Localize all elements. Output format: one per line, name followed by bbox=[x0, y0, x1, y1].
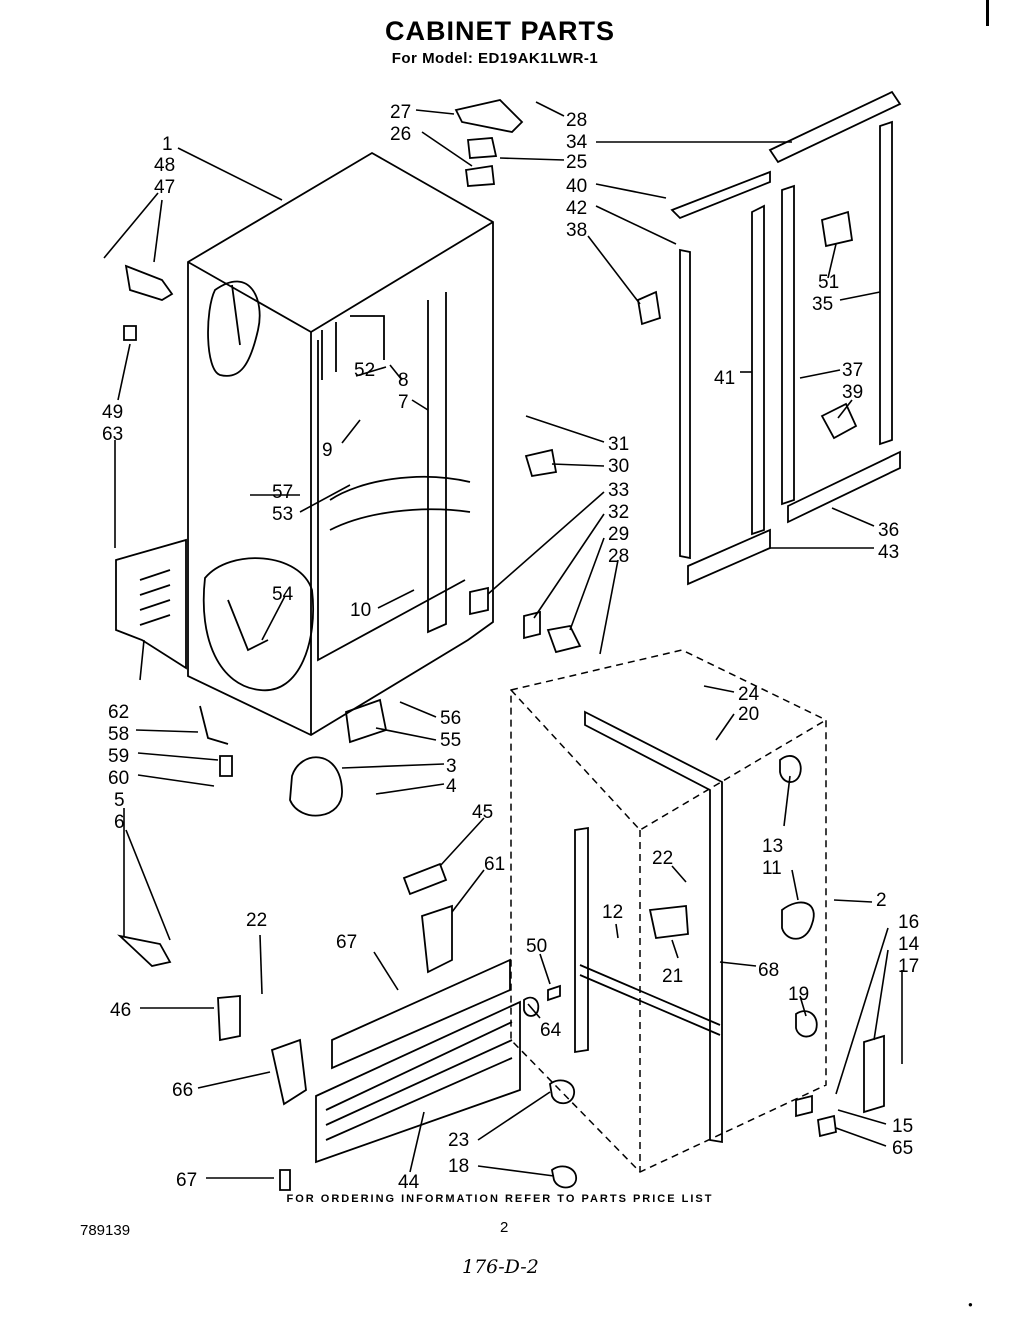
callout: 33 bbox=[608, 480, 629, 501]
callout: 51 bbox=[818, 272, 839, 293]
callout: 50 bbox=[526, 936, 547, 957]
callout: 16 bbox=[898, 912, 919, 933]
callout: 9 bbox=[322, 440, 333, 461]
small-parts-drawing bbox=[117, 99, 885, 1191]
callout: 2 bbox=[876, 890, 887, 911]
callout: 62 bbox=[108, 702, 129, 723]
callout-labels: 1 48 47 49 63 62 58 59 60 5 6 22 46 66 6… bbox=[102, 102, 920, 1193]
callout: 28 bbox=[608, 546, 629, 567]
leader-lines bbox=[103, 101, 903, 1179]
callout: 53 bbox=[272, 504, 293, 525]
callout: 22 bbox=[246, 910, 267, 931]
callout: 60 bbox=[108, 768, 129, 789]
callout: 40 bbox=[566, 176, 587, 197]
callout: 26 bbox=[390, 124, 411, 145]
document-number: 789139 bbox=[80, 1222, 131, 1239]
callout: 67 bbox=[176, 1170, 197, 1191]
grille-drawing bbox=[315, 958, 521, 1164]
callout: 24 bbox=[738, 684, 760, 705]
callout: 55 bbox=[440, 730, 461, 751]
callout: 31 bbox=[608, 434, 629, 455]
callout: 39 bbox=[842, 382, 863, 403]
callout: 56 bbox=[440, 708, 461, 729]
callout: 20 bbox=[738, 704, 759, 725]
callout: 10 bbox=[350, 600, 371, 621]
callout: 5 bbox=[114, 790, 125, 811]
callout: 13 bbox=[762, 836, 783, 857]
callout: 43 bbox=[878, 542, 899, 563]
upper-cabinet-drawing bbox=[115, 151, 494, 737]
callout: 45 bbox=[472, 802, 493, 823]
page-number: 2 bbox=[500, 1219, 509, 1236]
callout: 28 bbox=[566, 110, 587, 131]
callout: 58 bbox=[108, 724, 129, 745]
callout: 8 bbox=[398, 370, 409, 391]
callout: 52 bbox=[354, 360, 375, 381]
callout: 68 bbox=[758, 960, 779, 981]
callout: 59 bbox=[108, 746, 129, 767]
callout: 44 bbox=[398, 1172, 420, 1193]
callout: 48 bbox=[154, 155, 175, 176]
callout: 25 bbox=[566, 152, 587, 173]
callout: 4 bbox=[446, 776, 457, 797]
callout: 67 bbox=[336, 932, 357, 953]
callout: 17 bbox=[898, 956, 919, 977]
callout: 47 bbox=[154, 177, 175, 198]
callout: 54 bbox=[272, 584, 294, 605]
callout: 57 bbox=[272, 482, 293, 503]
callout: 32 bbox=[608, 502, 629, 523]
callout: 61 bbox=[484, 854, 505, 875]
callout: 6 bbox=[114, 812, 125, 833]
callout: 63 bbox=[102, 424, 123, 445]
callout: 22 bbox=[652, 848, 673, 869]
callout: 41 bbox=[714, 368, 735, 389]
callout: 65 bbox=[892, 1138, 913, 1159]
callout: 18 bbox=[448, 1156, 469, 1177]
callout: 35 bbox=[812, 294, 833, 315]
callout: 27 bbox=[390, 102, 411, 123]
callout: 66 bbox=[172, 1080, 193, 1101]
callout: 42 bbox=[566, 198, 587, 219]
page-title: CABINET PARTS bbox=[384, 16, 615, 46]
callout: 64 bbox=[540, 1020, 562, 1041]
callout: 36 bbox=[878, 520, 899, 541]
callout: 38 bbox=[566, 220, 587, 241]
model-subtitle: For Model: ED19AK1LWR-1 bbox=[391, 50, 599, 67]
callout: 1 bbox=[162, 134, 173, 155]
callout: 19 bbox=[788, 984, 809, 1005]
door-gasket-drawing bbox=[636, 90, 902, 586]
callout: 12 bbox=[602, 902, 623, 923]
callout: 7 bbox=[398, 392, 409, 413]
handwritten-note: 176-D-2 bbox=[462, 1256, 539, 1278]
callout: 15 bbox=[892, 1116, 913, 1137]
lower-cabinet-drawing bbox=[510, 649, 827, 1173]
callout: 46 bbox=[110, 1000, 131, 1021]
callout: 11 bbox=[762, 858, 782, 879]
callout: 49 bbox=[102, 402, 123, 423]
ordering-note: FOR ORDERING INFORMATION REFER TO PARTS … bbox=[286, 1193, 714, 1205]
callout: 21 bbox=[662, 966, 683, 987]
corner-mark: ● bbox=[968, 1300, 973, 1309]
callout: 14 bbox=[898, 934, 920, 955]
callout: 23 bbox=[448, 1130, 469, 1151]
callout: 34 bbox=[566, 132, 588, 153]
callout: 30 bbox=[608, 456, 629, 477]
page-edge-mark bbox=[986, 0, 989, 26]
callout: 29 bbox=[608, 524, 629, 545]
callout: 37 bbox=[842, 360, 863, 381]
callout: 3 bbox=[446, 756, 457, 777]
